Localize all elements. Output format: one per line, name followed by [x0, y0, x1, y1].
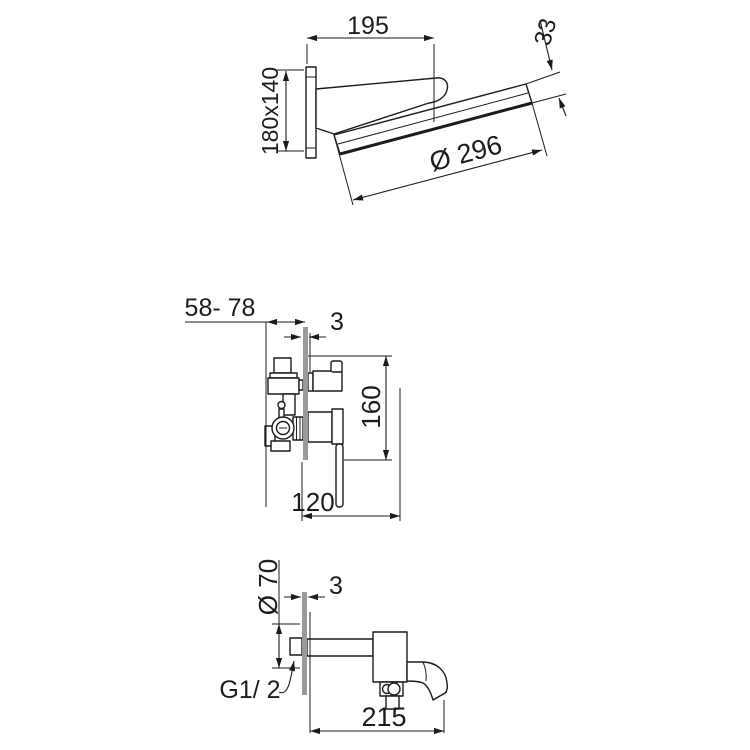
wall-plate: [305, 66, 317, 159]
dim-label-215: 215: [361, 702, 406, 732]
spout-disc-edge: [333, 83, 533, 156]
spout-body: [289, 631, 449, 710]
view-concealed-mixer: 58- 78 3 160 120: [185, 294, 401, 521]
dim-label-120: 120: [291, 487, 334, 517]
view-bath-spout: Ø 70 3 G1/ 2 215: [219, 559, 449, 735]
mixer-body-roughin: [264, 357, 304, 452]
dim-wall-thickness-3-bottom: 3: [284, 572, 343, 601]
wall-section-middle: [303, 327, 308, 460]
dim-label-70: Ø 70: [253, 559, 283, 615]
handle-lever: [335, 443, 344, 508]
dim-label-180x140: 180x140: [257, 67, 283, 155]
mixer-trim: [307, 360, 344, 508]
dim-wall-thickness-3-middle: 3: [284, 308, 344, 372]
dim-escutcheon-70: Ø 70: [253, 559, 300, 669]
dim-wall-plate-180x140: 180x140: [257, 67, 304, 155]
wall-section-bottom: [302, 592, 307, 695]
dim-length-215: 215: [309, 612, 445, 735]
thread-callout-g12: G1/ 2: [219, 660, 296, 704]
dim-label-3-middle: 3: [330, 308, 344, 336]
thread-connector: [289, 637, 303, 656]
dim-projection-195: 195: [306, 12, 435, 122]
dim-label-160: 160: [356, 385, 386, 428]
dim-label-195: 195: [347, 12, 389, 40]
dim-mounting-depth-58-78: 58- 78: [185, 294, 305, 507]
dim-width-120: 120: [291, 388, 401, 521]
spout-arm: [315, 77, 449, 135]
dim-label-3-bottom: 3: [329, 572, 343, 600]
diverter-knob: [385, 695, 400, 710]
dim-label-58-78: 58- 78: [185, 294, 256, 322]
thread-label-g12: G1/ 2: [219, 676, 280, 704]
dim-height-160: 160: [308, 355, 392, 461]
